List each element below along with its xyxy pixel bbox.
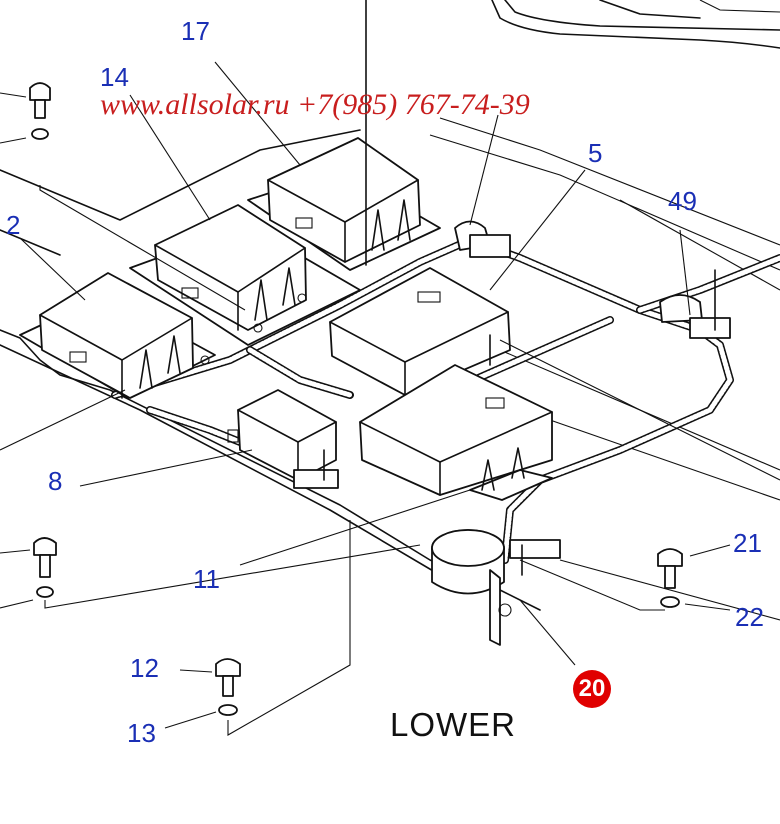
component-20 (431, 529, 561, 646)
bolt-21 (657, 548, 683, 608)
module-5 (329, 267, 511, 396)
bolt-left-lower (33, 537, 57, 598)
callout-20-highlighted: 20 (573, 670, 611, 708)
leader-lines (0, 61, 780, 736)
watermark-text: www.allsolar.ru +7(985) 767-74-39 (100, 88, 530, 121)
view-caption: LOWER (390, 706, 517, 743)
callout-21: 21 (733, 528, 762, 558)
callout-14: 14 (100, 62, 129, 92)
relay-box-17 (247, 0, 441, 271)
callout-17: 17 (181, 16, 210, 46)
relay-8 (227, 389, 339, 489)
bolt-12 (215, 658, 241, 716)
bolt-14-top (29, 82, 51, 140)
relay-box-2 (19, 272, 216, 399)
callout-49: 49 (668, 186, 697, 216)
upper-structure (491, 0, 780, 49)
callout-8: 8 (48, 466, 63, 496)
callout-12: 12 (130, 653, 159, 683)
callout-13: 13 (127, 718, 156, 748)
callout-5: 5 (588, 138, 603, 168)
relay-box-14 (129, 204, 361, 346)
module-11 (359, 364, 553, 501)
callout-11: 11 (193, 564, 220, 594)
callout-22: 22 (735, 602, 764, 632)
hose-clamps (454, 220, 731, 339)
callout-2: 2 (6, 210, 21, 240)
